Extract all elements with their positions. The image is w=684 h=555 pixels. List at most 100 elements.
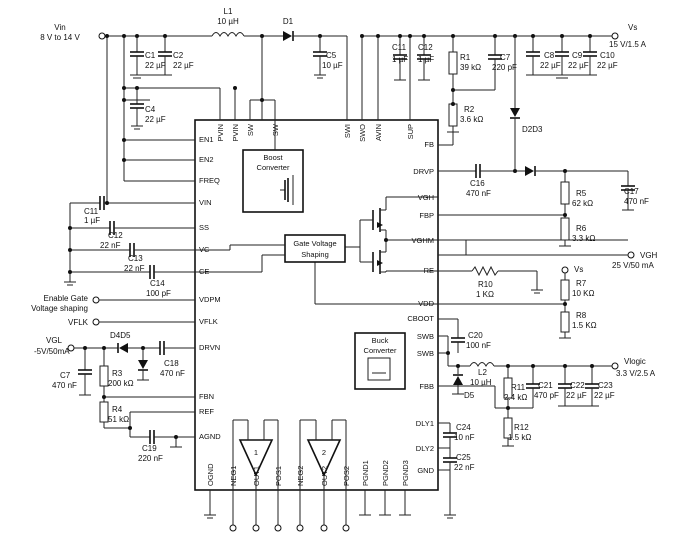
opamp-1 [232,419,279,490]
pin-label-agnd: AGND [199,432,221,441]
pin-label-vflk: VFLK [199,317,218,326]
r7-value: 10 KΩ [572,289,594,298]
net-labels: Vin 8 V to 14 V Vs 15 V/1.5 A VGH 25 V/5… [31,23,657,378]
c11-ref: C11 [392,43,407,52]
dly-caps [438,422,457,519]
pin-label-drvp: DRVP [413,167,434,176]
pin-label-pos2: POS2 [342,466,351,486]
vs-rail [361,32,619,146]
pin-label-swb: SWB [417,332,434,341]
pin-label-en1: EN1 [199,135,214,144]
c1-ref: C1 [145,51,156,60]
pin-label-freq: FREQ [199,176,220,185]
c20-ref: C20 [468,331,483,340]
bottom-leads [204,490,411,532]
pin-label-pgnd3: PGND3 [401,460,410,486]
ic-right-pin-labels: FBDRVPVGHFBPVGHMREVDDCBOOTSWBSWBFBBDLY1D… [407,140,434,475]
pin-label-vin: VIN [199,198,212,207]
c7-left-ref: C7 [60,371,71,380]
pin-label-neg1: NEG1 [229,466,238,486]
c8-value: 22 µF [540,61,561,70]
pin-label-fbb: FBB [419,382,434,391]
vin-label: Vin [54,23,65,32]
pin-label-pvin: PVIN [231,124,240,142]
c5-value: 10 µF [322,61,343,70]
c5-ref: C5 [326,51,337,60]
pin-label-dly1: DLY1 [416,419,434,428]
r3-ref: R3 [112,369,123,378]
pin-label-sup: SUP [406,124,415,139]
c10-value: 22 µF [597,61,618,70]
c1-value: 22 µF [145,61,166,70]
r12-ref: R12 [514,423,529,432]
c7-left-value: 470 nF [52,381,77,390]
pin-label-vgh: VGH [418,193,434,202]
c17-value: 470 nF [624,197,649,206]
r6-value: 3.3 kΩ [572,234,595,243]
pin-label-fbp: FBP [419,211,434,220]
boost-label-2: Converter [257,163,290,172]
r1-ref: R1 [460,53,471,62]
r5-ref: R5 [576,189,587,198]
r2-value: 3.6 kΩ [460,115,483,124]
d2d3-ref: D2D3 [522,125,543,134]
r11-ref: R11 [511,383,526,392]
c13-ref: C13 [128,254,143,263]
c12-value: 1 µF [418,55,434,64]
opamp-2-number: 2 [322,448,326,457]
l2-value: 10 µH [470,378,492,387]
r4-value: 51 kΩ [108,415,129,424]
c11-left-value: 1 µF [84,216,100,225]
pin-label-re: RE [424,266,434,275]
d1-ref: D1 [283,17,294,26]
pin-label-pvin: PVIN [216,124,225,142]
opamp-2 [299,419,347,490]
vdd-divider [314,262,571,339]
c16-value: 470 nF [466,189,491,198]
vgh-label: VGH [640,251,658,260]
pin-label-swo: SWO [358,124,367,142]
vlogic-label: Vlogic [624,357,646,366]
c23-ref: C23 [598,381,613,390]
ic-left-pin-labels: EN1EN2FREQVINSSVCCEVDPMVFLKDRVNFBNREFAGN… [199,135,221,441]
pin-label-sw: SW [271,123,280,136]
block-labels: Boost Converter Gate Voltage Shaping Buc… [254,153,397,457]
c24-ref: C24 [456,423,471,432]
c2-value: 22 µF [173,61,194,70]
c10-ref: C10 [600,51,615,60]
c16-ref: C16 [470,179,485,188]
c11-value: 1 µF [392,55,408,64]
control-inputs [92,296,195,326]
gvs-label-2: Shaping [301,250,329,259]
gvs-label-1: Gate Voltage [293,239,336,248]
input-bus [106,36,236,204]
enable-label-1: Enable Gate [44,294,89,303]
pin-label-cboot: CBOOT [407,314,434,323]
c9-value: 22 µF [568,61,589,70]
vs-label: Vs [628,23,637,32]
c13-value: 22 nF [124,264,145,273]
c17-ref: C17 [624,187,639,196]
buck-output [438,318,619,447]
cap-c8-c10 [526,36,597,79]
vgh-rating-label: 25 V/50 mA [612,261,654,270]
pin-label-fbn: FBN [199,392,214,401]
r11-value: 2.4 kΩ [504,393,527,402]
pin-label-ognd: OGND [206,463,215,486]
vgl-label: VGL [46,336,63,345]
r10-value: 1 KΩ [476,290,494,299]
diode-d2d3 [510,36,520,171]
r12-value: 1.5 kΩ [508,433,531,442]
c7-top-ref: C7 [500,53,511,62]
c12-left-value: 22 nF [100,241,121,250]
r6-ref: R6 [576,224,587,233]
pin-label-pgnd2: PGND2 [381,460,390,486]
pin-label-ce: CE [199,267,209,276]
boost-label-1: Boost [263,153,283,162]
vlogic-rating-label: 3.3 V/2.5 A [616,369,656,378]
pin-label-ref: REF [199,407,214,416]
pin-label-vdpm: VDPM [199,295,221,304]
r1-value: 39 kΩ [460,63,481,72]
